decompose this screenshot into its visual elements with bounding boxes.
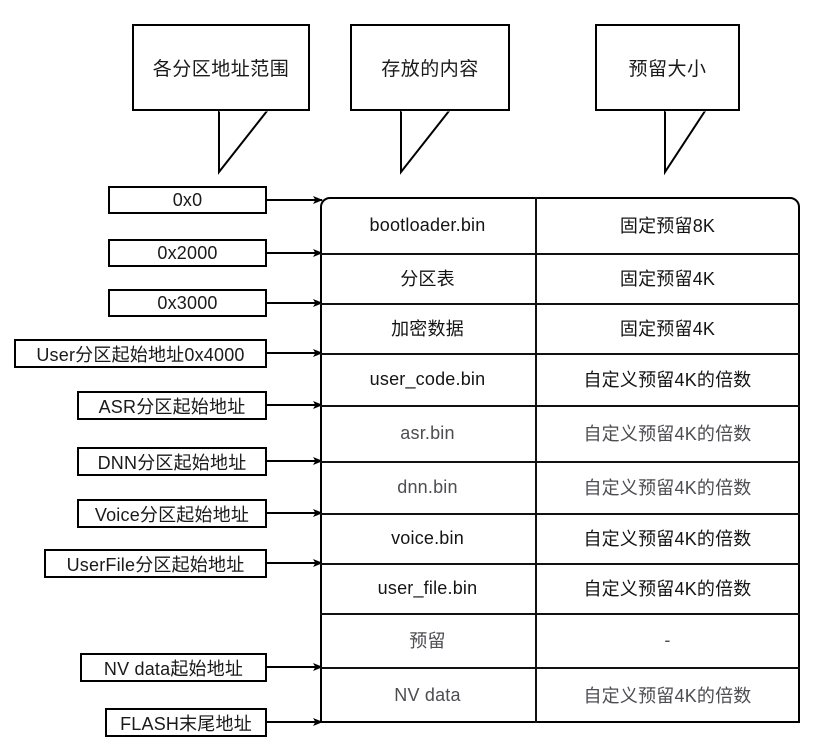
partition-size: 自定义预留4K的倍数 [583,424,752,444]
row-divider [320,563,800,565]
table-row: dnn.bin 自定义预留4K的倍数 [320,461,800,513]
table-row: user_code.bin 自定义预留4K的倍数 [320,353,800,405]
callout-stored-content-label: 存放的内容 [350,24,510,111]
table-row: user_file.bin 自定义预留4K的倍数 [320,563,800,613]
partition-table-outline [320,197,800,723]
address-label-userfile-start: UserFile分区起始地址 [44,549,267,578]
address-label-0x2000: 0x2000 [108,239,267,267]
partition-size: 自定义预留4K的倍数 [583,370,752,390]
table-row: NV data 自定义预留4K的倍数 [320,667,800,723]
table-row: voice.bin 自定义预留4K的倍数 [320,513,800,563]
address-label-dnn-start: DNN分区起始地址 [77,447,267,476]
partition-table-column-divider [535,197,537,723]
address-label-asr-start: ASR分区起始地址 [77,391,267,420]
row-divider [320,513,800,515]
row-divider [320,461,800,463]
partition-content: 预留 [409,631,446,651]
table-row: 加密数据 固定预留4K [320,303,800,353]
partition-table: bootloader.bin 固定预留8K 分区表 固定预留4K 加密数据 固定… [320,197,800,723]
partition-size: 自定义预留4K的倍数 [583,529,752,549]
row-divider [320,613,800,615]
table-row: asr.bin 自定义预留4K的倍数 [320,405,800,461]
partition-size: 固定预留8K [619,216,716,236]
partition-content: 分区表 [400,269,455,289]
address-label-0x0: 0x0 [108,186,267,214]
partition-content: asr.bin [400,422,455,443]
table-row: bootloader.bin 固定预留8K [320,197,800,253]
address-label-voice-start: Voice分区起始地址 [77,499,267,528]
address-label-flash-end: FLASH末尾地址 [105,708,267,737]
table-row: 预留 - [320,613,800,667]
address-label-user-start: User分区起始地址0x4000 [14,339,267,368]
partition-size: 固定预留4K [619,269,716,289]
partition-content: dnn.bin [397,476,458,497]
partition-content: NV data [394,684,461,705]
row-divider [320,353,800,355]
partition-size: 自定义预留4K的倍数 [583,579,752,599]
partition-size: 自定义预留4K的倍数 [583,686,752,706]
partition-size: 固定预留4K [619,319,716,339]
partition-size: - [664,629,671,650]
address-label-nvdata-start: NV data起始地址 [80,653,267,682]
row-divider [320,303,800,305]
partition-content: user_code.bin [369,368,486,389]
partition-content: user_file.bin [377,577,478,598]
row-divider [320,405,800,407]
callout-reserved-size-label: 预留大小 [595,24,740,111]
address-label-0x3000: 0x3000 [108,289,267,317]
row-divider [320,253,800,255]
table-row: 分区表 固定预留4K [320,253,800,303]
partition-content: 加密数据 [391,319,464,339]
partition-size: 自定义预留4K的倍数 [583,478,752,498]
partition-content: bootloader.bin [369,214,486,235]
partition-content: voice.bin [391,527,464,548]
row-divider [320,667,800,669]
callout-address-range-label: 各分区地址范围 [132,24,310,111]
